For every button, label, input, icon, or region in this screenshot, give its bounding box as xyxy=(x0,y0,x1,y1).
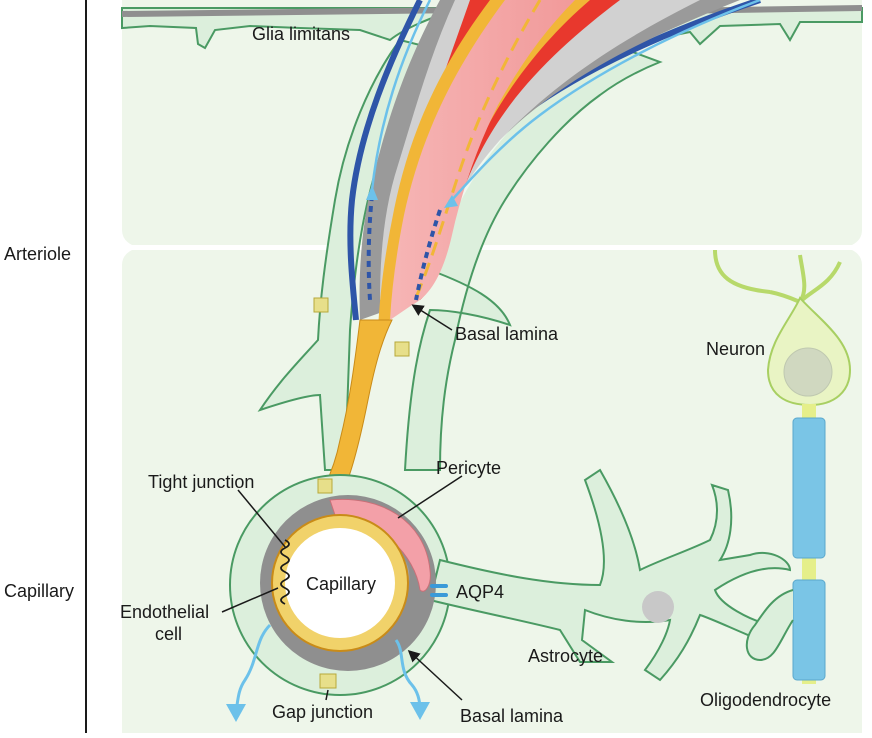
capillary-lumen xyxy=(285,528,395,638)
label-aqp4: AQP4 xyxy=(456,582,504,602)
arteriole-outer-blue-left xyxy=(347,0,423,321)
pericyte-pointer xyxy=(397,475,463,519)
csf-arrow-right xyxy=(444,195,458,208)
tight-junction-coil xyxy=(280,539,290,605)
csf-flow-left xyxy=(370,0,432,191)
label-endothelial-line2: cell xyxy=(155,624,182,644)
csf-arrow-left xyxy=(366,185,378,200)
label-gap-junction: Gap junction xyxy=(272,702,373,722)
myelin-sheath-lower xyxy=(792,579,826,681)
label-oligodendrocyte: Oligodendrocyte xyxy=(700,690,831,710)
label-basal-lamina-top: Basal lamina xyxy=(455,324,559,344)
label-tight-junction: Tight junction xyxy=(148,472,254,492)
myelin-sheath-upper xyxy=(792,417,826,559)
basal-lamina-bottom-pointer xyxy=(407,649,463,701)
gap-junction-cube xyxy=(317,478,333,494)
label-basal-lamina-bottom: Basal lamina xyxy=(460,706,564,726)
label-capillary: Capillary xyxy=(306,574,376,594)
csf-efflux-left-arrowhead xyxy=(226,704,246,722)
endothelial-pointer xyxy=(221,587,279,613)
basal-lamina-top-pointer xyxy=(411,304,453,331)
csf-efflux-right xyxy=(394,639,422,711)
side-label-arteriole: Arteriole xyxy=(4,244,71,264)
label-pericyte: Pericyte xyxy=(436,458,501,478)
csf-efflux-right-arrowhead xyxy=(410,702,430,720)
csf-flow-left-dashes xyxy=(366,194,374,301)
label-endothelial-line1: Endothelial xyxy=(120,602,209,622)
gap-junction-cube xyxy=(313,297,329,313)
label-glia-limitans: Glia limitans xyxy=(252,24,350,44)
neuron-dendrites xyxy=(713,249,842,304)
gap-junction-cube xyxy=(394,341,410,357)
tight-junction-pointer xyxy=(237,489,287,549)
neuron-nucleus xyxy=(783,347,833,397)
gap-junction-cube xyxy=(319,673,337,689)
arteriole-endothelial-dashes xyxy=(413,0,542,301)
side-label-capillary: Capillary xyxy=(4,581,74,601)
csf-flow-right-dashes xyxy=(414,209,442,301)
label-neuron: Neuron xyxy=(706,339,765,359)
arteriole-lumen xyxy=(390,0,575,320)
astrocyte-nucleus xyxy=(642,591,674,623)
csf-flow-right xyxy=(451,0,761,201)
aqp4-channel xyxy=(430,584,448,597)
oligodendrocyte-process xyxy=(745,589,794,662)
label-astrocyte: Astrocyte xyxy=(528,646,603,666)
gap-junction-pointer xyxy=(325,689,329,701)
csf-efflux-left xyxy=(234,623,272,713)
